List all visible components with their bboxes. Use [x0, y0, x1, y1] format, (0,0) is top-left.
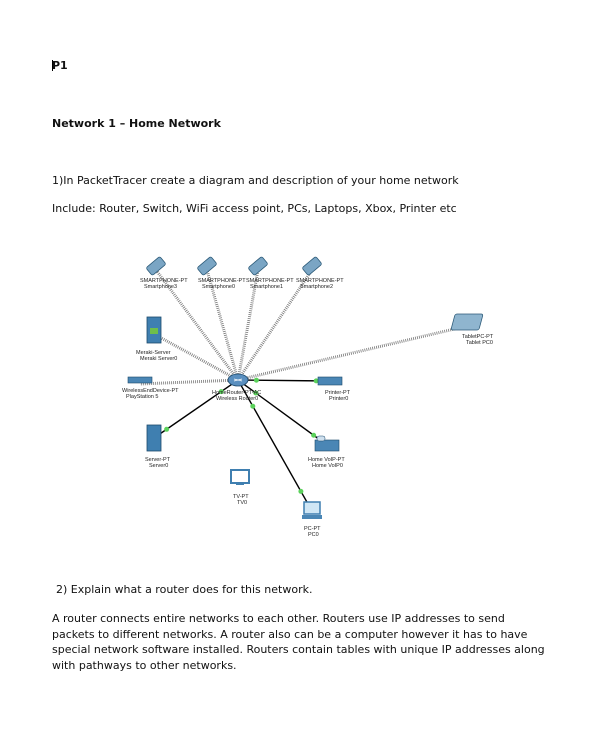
device-name-label: Tablet PC0: [466, 340, 493, 346]
printer-icon: [317, 376, 343, 386]
device-name-label: Smartphone3: [144, 284, 177, 290]
device-name-label: Server0: [149, 463, 168, 469]
link-status-up-voip: [311, 432, 317, 438]
wireless-link-tablet: [237, 324, 468, 382]
question-2: 2) Explain what a router does for this n…: [56, 583, 313, 596]
device-type-label: SMARTPHONE-PT: [246, 278, 294, 284]
smartphone-icon: [302, 256, 322, 276]
voip-phone-icon: [314, 435, 340, 452]
link-status-up-pc: [250, 403, 256, 409]
device-type-label: WirelessEndDevice-PT: [122, 388, 179, 394]
smartphone-icon: [197, 256, 217, 276]
diagram-nodes: SMARTPHONE-PTSmartphone3SMARTPHONE-PTSma…: [122, 256, 494, 538]
device-type-label: PC-PT: [304, 526, 321, 532]
pc-icon: [302, 501, 322, 519]
wireless-link-playstation: [139, 378, 239, 386]
wired-link-pc: [237, 379, 313, 512]
device-name-label: Home VoIP0: [312, 463, 343, 469]
device-name-label: PC0: [308, 532, 319, 538]
link-status-up-printer: [253, 377, 259, 383]
link-status-up-printer: [313, 378, 319, 384]
diagram-links: [139, 269, 468, 512]
wireless-link-phone1: [236, 269, 260, 381]
device-name-label: Meraki Server0: [140, 356, 177, 362]
device-name-label: Printer0: [329, 396, 348, 402]
page-heading: P1: [52, 59, 68, 72]
wireless-end-device-icon: [127, 376, 153, 384]
device-type-label: SMARTPHONE-PT: [198, 278, 246, 284]
device-type-label: Meraki-Server: [136, 350, 171, 356]
server-icon: [146, 316, 162, 344]
smartphone-icon: [248, 256, 268, 276]
link-status-up-voip: [253, 390, 259, 396]
device-type-label: TabletPC-PT: [462, 334, 494, 340]
device-name-label: Smartphone0: [202, 284, 235, 290]
network-diagram: SMARTPHONE-PTSmartphone3SMARTPHONE-PTSma…: [122, 256, 494, 538]
wireless-link-phone3: [154, 269, 240, 381]
question-1: 1)In PacketTracer create a diagram and d…: [52, 174, 459, 187]
router-type-label: HomeRouter-PT-AC: [212, 390, 261, 396]
device-name-label: Smartphone1: [250, 284, 283, 290]
link-status-up-server: [218, 389, 224, 395]
tablet-icon: [450, 313, 484, 331]
device-type-label: Home VoIP-PT: [308, 457, 345, 463]
answer-paragraph: A router connects entire networks to eac…: [52, 612, 545, 672]
link-status-up-pc: [298, 488, 304, 494]
device-name-label: Smartphone2: [300, 284, 333, 290]
device-type-label: TV-PT: [233, 494, 249, 500]
device-type-label: Printer-PT: [325, 390, 351, 396]
device-type-label: SMARTPHONE-PT: [296, 278, 344, 284]
text-cursor: [52, 60, 53, 71]
section-title: Network 1 – Home Network: [52, 117, 221, 130]
smartphone-icon: [146, 256, 166, 276]
server-icon: [146, 424, 162, 452]
device-name-label: PlayStation 5: [126, 394, 158, 400]
tv-icon: [230, 469, 250, 485]
device-name-label: TV0: [237, 500, 247, 506]
router-name-label: Wireless Router0: [216, 396, 258, 402]
wireless-router-icon: [227, 373, 249, 387]
device-type-label: SMARTPHONE-PT: [140, 278, 188, 284]
device-type-label: Server-PT: [145, 457, 171, 463]
wireless-link-phone2: [236, 269, 314, 381]
question-1-include: Include: Router, Switch, WiFi access poi…: [52, 202, 457, 215]
link-status-up-server: [164, 426, 170, 432]
